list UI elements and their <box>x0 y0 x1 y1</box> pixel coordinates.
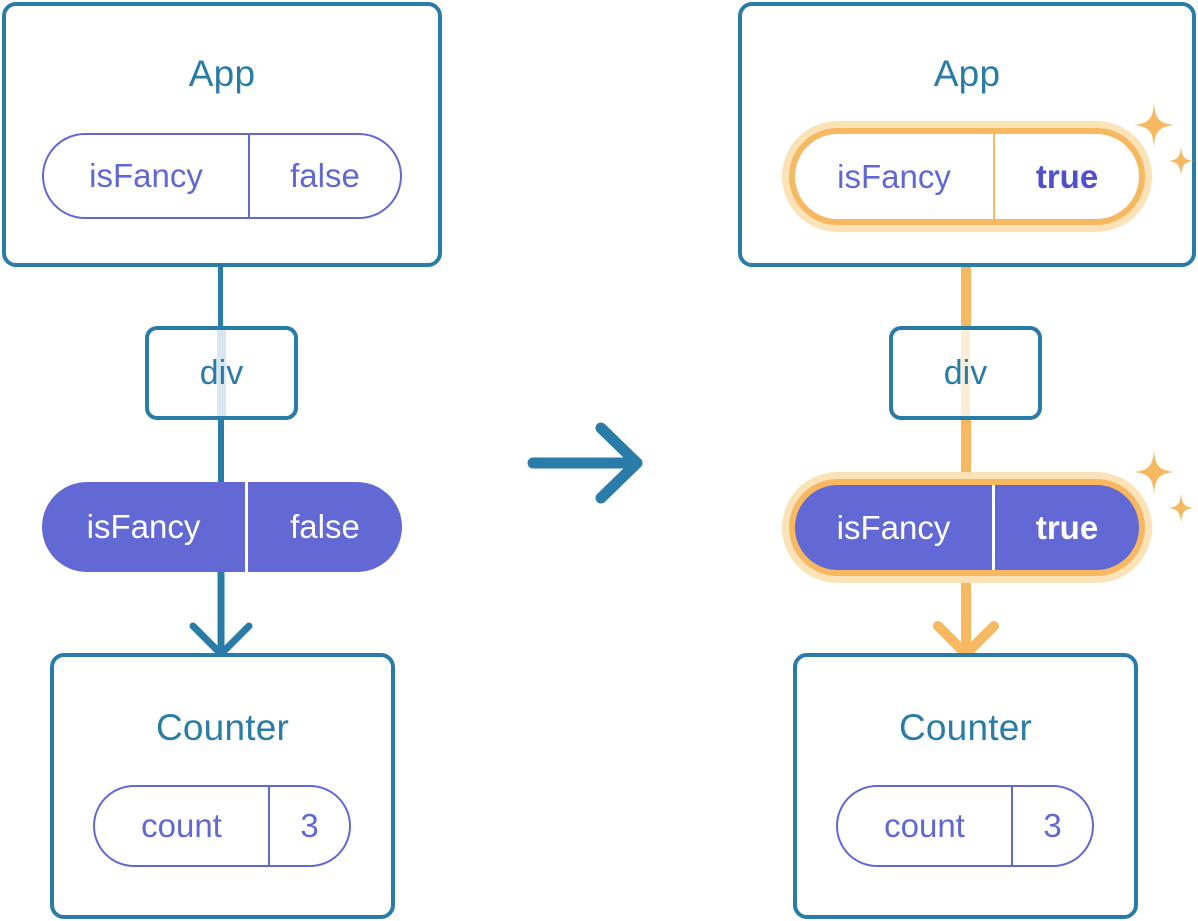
sparkle-icon-app-after <box>1134 102 1194 176</box>
component-title-counter-before: Counter <box>155 707 290 748</box>
pill-divider <box>268 787 270 865</box>
dom-node-div-before: div <box>145 326 298 420</box>
component-title-app-before: App <box>188 53 256 94</box>
state-value-app-before: false <box>290 157 360 194</box>
connector-div-to-prop-before <box>218 417 224 482</box>
state-key-counter-before: count <box>141 807 222 844</box>
dom-node-label-before: div <box>199 353 244 392</box>
state-pill-app-after: isFancy true <box>789 128 1145 225</box>
prop-arrow-before <box>150 549 292 663</box>
pill-divider <box>1011 787 1013 865</box>
state-pill-app-before: isFancy false <box>42 133 402 219</box>
component-box-counter-before: Counter <box>50 653 395 919</box>
connector-app-to-div-after <box>961 216 971 328</box>
pill-divider <box>993 134 995 219</box>
state-value-counter-before: 3 <box>300 807 319 844</box>
prop-value-after: true <box>1035 508 1099 546</box>
component-title-counter-after: Counter <box>898 707 1033 748</box>
prop-value-before: false <box>290 508 360 545</box>
connector-div-to-prop-after <box>961 417 971 482</box>
state-pill-counter-before: count 3 <box>93 785 351 867</box>
prop-key-before: isFancy <box>86 508 201 545</box>
flow-line-through-div-after <box>961 330 970 416</box>
state-value-app-after: true <box>1035 157 1099 195</box>
dom-node-div-after: div <box>889 326 1042 420</box>
connector-app-to-div-before <box>218 216 223 328</box>
pill-divider <box>992 485 995 570</box>
prop-pill-after: isFancy true <box>789 479 1145 576</box>
pill-divider <box>245 482 248 572</box>
state-pill-counter-after: count 3 <box>836 785 1094 867</box>
prop-pill-before: isFancy false <box>42 482 402 572</box>
prop-key-after: isFancy <box>836 508 951 546</box>
flow-line-through-div-before <box>217 330 226 416</box>
state-key-app-before: isFancy <box>89 157 203 194</box>
state-key-counter-after: count <box>884 807 965 844</box>
state-value-counter-after: 3 <box>1043 807 1062 844</box>
component-title-app-after: App <box>933 53 1001 94</box>
dom-node-label-after: div <box>943 353 988 392</box>
sparkle-icon-prop-after <box>1134 449 1194 523</box>
pill-divider <box>248 135 250 217</box>
arrow-right-icon <box>527 422 643 504</box>
state-key-app-after: isFancy <box>837 157 951 195</box>
